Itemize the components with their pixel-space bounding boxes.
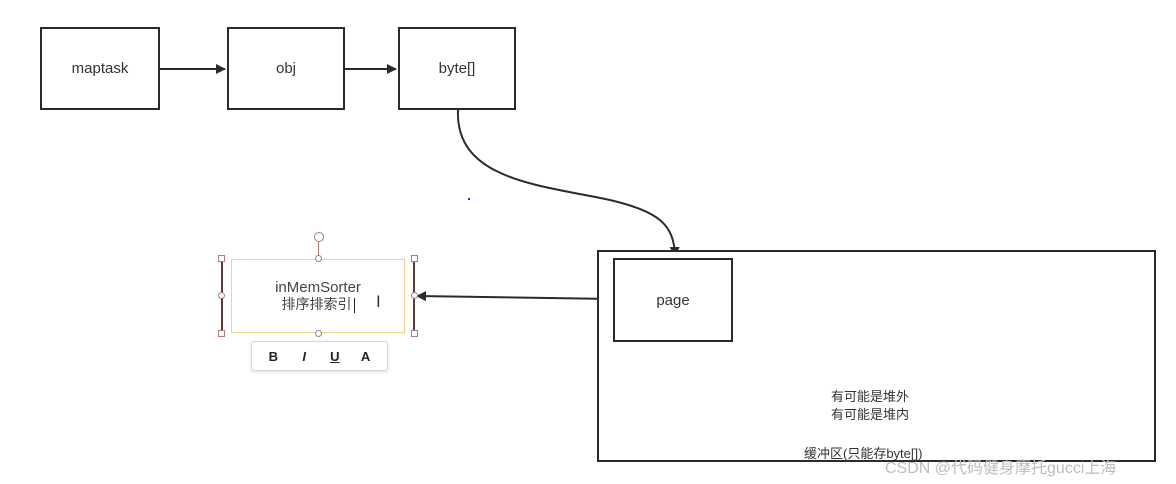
underline-button[interactable]: U bbox=[330, 348, 340, 364]
watermark-text: CSDN @代码健身摩托gucci上海 bbox=[885, 460, 1117, 477]
resize-handle-right[interactable] bbox=[411, 292, 418, 299]
bold-button[interactable]: B bbox=[268, 348, 279, 364]
node-page[interactable]: page bbox=[613, 258, 733, 342]
node-obj-label: obj bbox=[275, 60, 297, 77]
resize-handle-bottom-left[interactable] bbox=[218, 330, 225, 337]
node-obj[interactable]: obj bbox=[227, 27, 345, 110]
buffer-note-line1: 有可能是堆外 bbox=[830, 389, 909, 404]
node-byte-array-label: byte[] bbox=[438, 60, 476, 77]
node-byte-array[interactable]: byte[] bbox=[398, 27, 516, 110]
resize-handle-top-right[interactable] bbox=[411, 255, 418, 262]
arrow-byte-to-page[interactable] bbox=[456, 109, 680, 257]
node-inmemsorter-line2[interactable]: 排序排索引 bbox=[281, 296, 352, 312]
node-page-label: page bbox=[656, 291, 690, 309]
node-inmemsorter-line1: inMemSorter bbox=[275, 279, 361, 296]
resize-handle-bottom[interactable] bbox=[315, 330, 322, 337]
node-inmemsorter-text-area[interactable]: inMemSorter 排序排索引 bbox=[231, 259, 405, 333]
buffer-label[interactable]: 缓冲区(只能存byte[]) bbox=[804, 446, 923, 461]
buffer-note[interactable]: 有可能是堆外 有可能是堆内 bbox=[780, 388, 960, 424]
text-cursor-icon: I bbox=[376, 292, 381, 311]
resize-handle-top-left[interactable] bbox=[218, 255, 225, 262]
text-format-toolbar: B I U A bbox=[251, 341, 388, 371]
font-color-button[interactable]: A bbox=[360, 348, 371, 364]
stray-dot bbox=[468, 198, 470, 200]
arrow-page-to-inmemsorter[interactable] bbox=[416, 291, 614, 302]
rotate-handle[interactable] bbox=[314, 232, 324, 242]
text-caret bbox=[353, 297, 355, 313]
resize-handle-bottom-right[interactable] bbox=[411, 330, 418, 337]
node-inmemsorter-selected[interactable]: inMemSorter 排序排索引 bbox=[218, 232, 418, 337]
resize-handle-top[interactable] bbox=[315, 255, 322, 262]
resize-handle-left[interactable] bbox=[218, 292, 225, 299]
italic-button[interactable]: I bbox=[302, 348, 306, 364]
node-maptask[interactable]: maptask bbox=[40, 27, 160, 110]
node-maptask-label: maptask bbox=[71, 60, 129, 77]
rotate-handle-stem bbox=[318, 242, 319, 258]
buffer-note-line2: 有可能是堆内 bbox=[830, 407, 909, 422]
